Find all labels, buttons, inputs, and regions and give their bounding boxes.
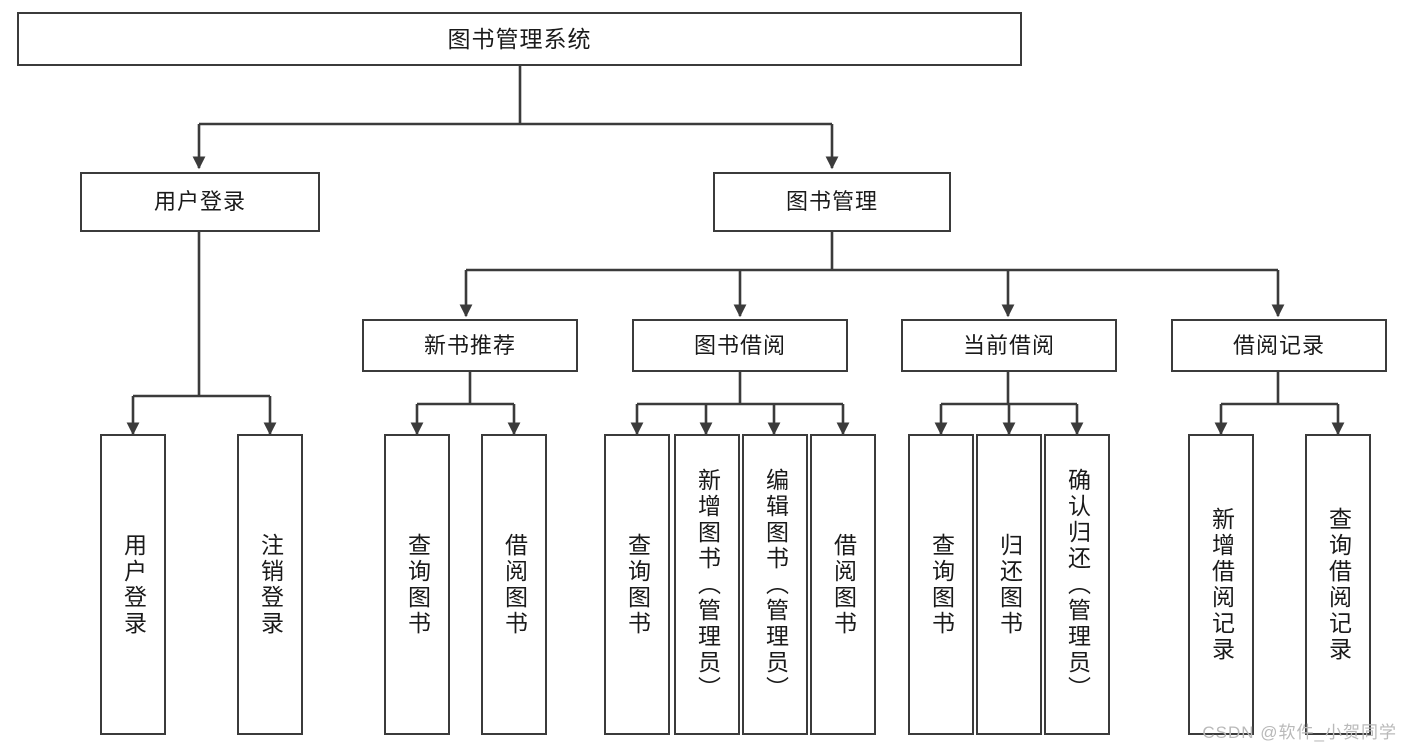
node-leaf-edit-book-label: 编辑图书（管理员） xyxy=(762,467,789,702)
node-leaf-query-book-3[interactable]: 查询图书 xyxy=(908,434,974,735)
node-leaf-add-book[interactable]: 新增图书（管理员） xyxy=(674,434,740,735)
node-leaf-return-book-label: 归还图书 xyxy=(996,532,1023,637)
node-leaf-borrow-book-1[interactable]: 借阅图书 xyxy=(481,434,547,735)
node-leaf-add-record-label: 新增借阅记录 xyxy=(1208,506,1235,663)
node-leaf-borrow-book-1-label: 借阅图书 xyxy=(501,532,528,637)
node-leaf-query-book-2[interactable]: 查询图书 xyxy=(604,434,670,735)
node-current-borrow[interactable]: 当前借阅 xyxy=(901,319,1117,372)
node-borrow-record-label: 借阅记录 xyxy=(1232,332,1325,358)
node-book-borrow-label: 图书借阅 xyxy=(693,332,786,358)
node-leaf-confirm-return-label: 确认归还（管理员） xyxy=(1064,467,1091,702)
node-leaf-edit-book[interactable]: 编辑图书（管理员） xyxy=(742,434,808,735)
node-leaf-borrow-book-2[interactable]: 借阅图书 xyxy=(810,434,876,735)
node-leaf-query-record[interactable]: 查询借阅记录 xyxy=(1305,434,1371,735)
node-leaf-query-book-3-label: 查询图书 xyxy=(928,532,955,637)
csdn-watermark: CSDN @软件_小贺同学 xyxy=(1202,723,1397,742)
node-borrow-record[interactable]: 借阅记录 xyxy=(1171,319,1387,372)
node-leaf-confirm-return[interactable]: 确认归还（管理员） xyxy=(1044,434,1110,735)
node-root[interactable]: 图书管理系统 xyxy=(17,12,1022,66)
node-leaf-user-login[interactable]: 用户登录 xyxy=(100,434,166,735)
node-leaf-query-record-label: 查询借阅记录 xyxy=(1325,506,1352,663)
node-book-manage-label: 图书管理 xyxy=(785,189,878,215)
node-book-borrow[interactable]: 图书借阅 xyxy=(632,319,848,372)
node-leaf-logout[interactable]: 注销登录 xyxy=(237,434,303,735)
node-leaf-borrow-book-2-label: 借阅图书 xyxy=(830,532,857,637)
node-new-book-rec-label: 新书推荐 xyxy=(423,332,516,358)
node-leaf-query-book-2-label: 查询图书 xyxy=(624,532,651,637)
node-current-borrow-label: 当前借阅 xyxy=(962,332,1055,358)
node-leaf-return-book[interactable]: 归还图书 xyxy=(976,434,1042,735)
node-leaf-add-book-label: 新增图书（管理员） xyxy=(694,467,721,702)
node-leaf-user-login-label: 用户登录 xyxy=(120,532,147,637)
node-leaf-query-book-1[interactable]: 查询图书 xyxy=(384,434,450,735)
node-leaf-logout-label: 注销登录 xyxy=(257,532,284,637)
node-user-login[interactable]: 用户登录 xyxy=(80,172,320,232)
node-leaf-query-book-1-label: 查询图书 xyxy=(404,532,431,637)
node-user-login-label: 用户登录 xyxy=(153,189,246,215)
node-leaf-add-record[interactable]: 新增借阅记录 xyxy=(1188,434,1254,735)
node-root-label: 图书管理系统 xyxy=(447,25,592,52)
node-book-manage[interactable]: 图书管理 xyxy=(713,172,951,232)
node-new-book-rec[interactable]: 新书推荐 xyxy=(362,319,578,372)
